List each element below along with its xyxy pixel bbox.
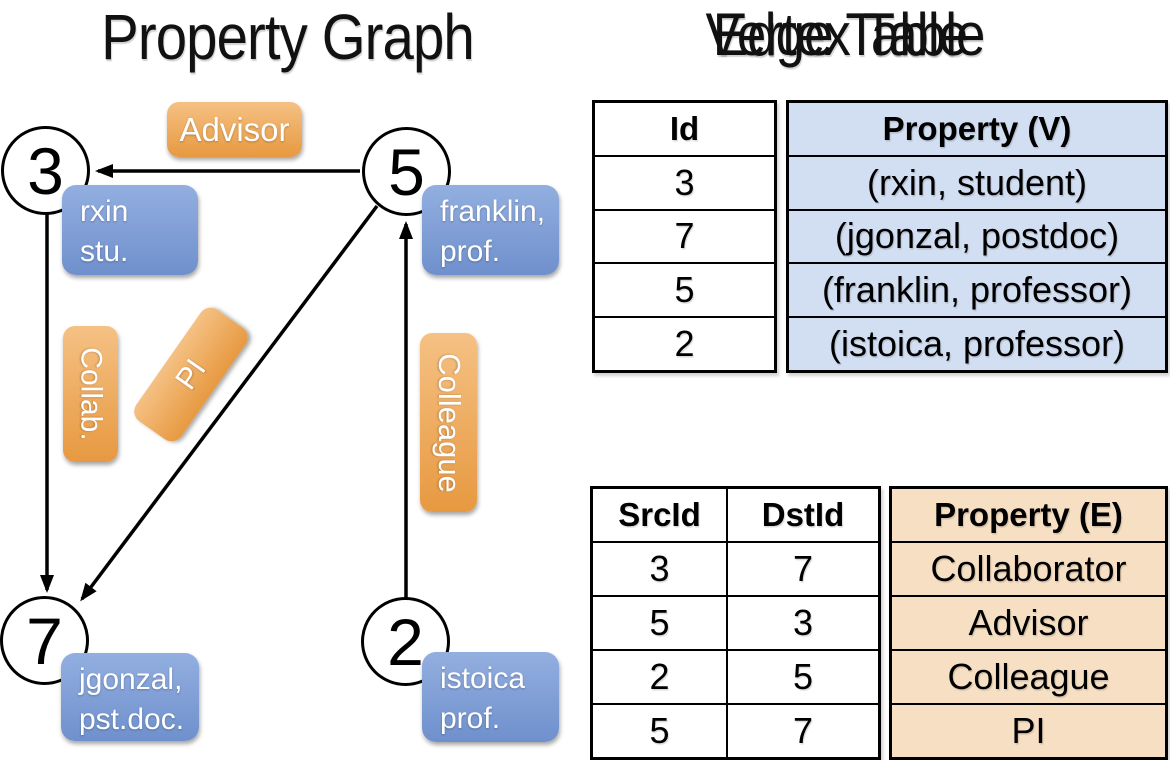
property-line: pst.doc. [79,703,185,736]
edge-label-text: PI [168,353,213,396]
edge-label-text: Colleague [431,352,467,493]
property-graph-title: Property Graph [101,1,475,73]
edge-label-text: Advisor [179,110,290,148]
vertex-property-cell: (rxin, student) [789,154,1165,209]
vertex-id-label: 5 [388,134,425,209]
column-header-property-v: Property (V) [789,103,1165,155]
edge-property-cell: Collaborator [892,541,1165,595]
edge-dst-cell: 7 [792,548,814,589]
edge-table-row: 5 3 [593,595,878,649]
edge-arrow-5-to-7 [80,204,379,602]
edge-property-cell: Colleague [892,649,1165,703]
column-header-property-e: Property (E) [892,489,1165,541]
node-property-box-rxin: rxin stu. [62,185,198,275]
column-header-dstid: DstId [761,496,845,533]
property-line: istoica [440,662,526,695]
vertex-id-label: 2 [387,604,424,679]
vertex-table-property-column: Property (V) (rxin, student) (jgonzal, p… [786,100,1168,373]
edge-property-cell: Advisor [892,595,1165,649]
edge-dst-cell: 5 [792,656,814,697]
edge-label-collab: Collab. [63,326,118,462]
edge-table-row: 2 5 [593,649,878,703]
edge-src-cell: 3 [593,543,728,595]
node-property-box-jgonzal: jgonzal, pst.doc. [61,653,199,741]
edge-label-colleague: Colleague [420,333,477,512]
node-property-box-franklin: franklin, prof. [422,185,559,275]
edge-label-text: Collab. [74,347,108,441]
vertex-property-cell: (franklin, professor) [789,262,1165,317]
vertex-id-cell: 7 [595,208,774,263]
vertex-table-title: Vertex Table [705,1,985,68]
vertex-table-id-column: Id 3 7 5 2 [592,100,777,373]
property-line: prof. [440,235,501,268]
edge-table-row: 5 7 [593,703,878,757]
edge-table-title: Edge Table [712,1,968,68]
vertex-property-cell: (jgonzal, postdoc) [789,208,1165,263]
vertex-property-cell: (istoica, professor) [789,316,1165,370]
edge-dst-cell: 7 [792,710,814,751]
vertex-id-label: 3 [27,133,64,208]
edge-label-advisor: Advisor [167,102,302,157]
node-property-box-istoica: istoica prof. [422,652,559,742]
vertex-id-cell: 2 [595,316,774,370]
edge-dst-cell: 3 [792,602,814,643]
vertex-id-cell: 3 [595,154,774,209]
vertex-id-cell: 5 [595,262,774,316]
column-header-srcid: SrcId [593,489,728,541]
graph-edges-layer [40,164,413,602]
vertex-id-label: 7 [26,603,63,678]
edge-property-cell: PI [892,703,1165,757]
property-line: prof. [440,702,501,735]
edge-table-property-column: Property (E) Collaborator Advisor Collea… [889,486,1168,760]
property-line: jgonzal, [79,663,183,696]
property-line: rxin [80,195,129,228]
edge-src-cell: 5 [593,705,728,757]
edge-table-id-columns: SrcId DstId 3 7 5 3 2 5 5 7 [590,486,881,760]
edge-table-header-row: SrcId DstId [593,489,878,541]
edge-src-cell: 2 [593,651,728,703]
property-line: franklin, [440,195,546,228]
edge-src-cell: 5 [593,597,728,649]
column-header-id: Id [669,109,700,147]
property-line: stu. [80,235,129,268]
edge-table-row: 3 7 [593,541,878,595]
